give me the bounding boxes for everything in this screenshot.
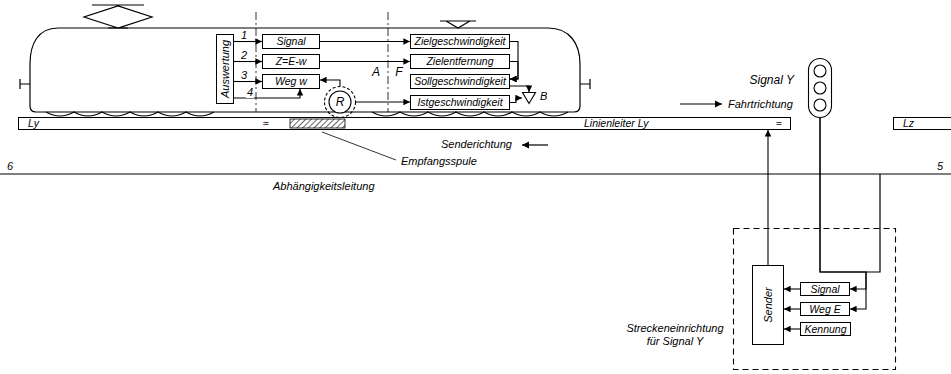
locomotive-body <box>30 28 580 112</box>
bogie <box>372 112 568 116</box>
trackside-unit: Streckeneinrichtung für Signal Y Sender Si… <box>622 226 897 372</box>
signal-mast: Signal Y <box>808 58 832 118</box>
callout-number: 6 <box>6 160 14 172</box>
signal-line <box>320 80 340 86</box>
node-text: Sender <box>762 287 774 322</box>
signal-head <box>808 58 832 118</box>
pantograph-lowered <box>440 21 476 28</box>
node-text: ≈ <box>776 118 782 129</box>
node-text: Zielgeschwindigkeit <box>414 35 505 48</box>
direction-arrow <box>680 103 722 104</box>
bogie <box>46 112 214 116</box>
process-box: Zielentfernung <box>410 54 510 69</box>
node-text: Ly <box>28 118 39 129</box>
node-text: B <box>540 91 547 102</box>
callout-number: 4 <box>246 86 254 98</box>
node-text: Weg w <box>275 75 307 88</box>
node-text: Z=E-w <box>276 55 307 68</box>
process-box: Istgeschwindigkeit <box>410 95 510 110</box>
process-box: Signal <box>262 34 320 49</box>
signal-line <box>356 101 410 102</box>
direction-label: Fahrtrichtung <box>727 98 794 110</box>
signal-line <box>510 42 518 80</box>
part-label: Empfangsspule <box>400 155 478 167</box>
buffer <box>20 79 30 89</box>
node-text: Streckeneinrichtung für Signal Y <box>622 322 728 348</box>
signal-line <box>510 98 522 103</box>
callout-number: 2 <box>240 49 248 61</box>
signal-line <box>510 86 529 92</box>
node-text: Zielentfernung <box>426 55 493 68</box>
process-box: Zielgeschwindigkeit <box>410 34 510 49</box>
node-text: Signal Y <box>750 74 794 87</box>
section-letter: A <box>371 66 381 78</box>
process-box: Sollgeschwindigkeit <box>410 74 510 89</box>
node-text: Signal <box>810 283 839 295</box>
signal-line <box>320 41 410 42</box>
signal-line <box>784 288 800 289</box>
node-text: Kennung <box>804 323 846 335</box>
signal-line <box>234 81 262 82</box>
direction-label: Senderichtung <box>440 138 513 150</box>
buffer <box>580 79 590 89</box>
process-box: Weg E <box>800 302 850 316</box>
signal-line <box>820 118 866 289</box>
node-text: Linienleiter Ly <box>584 118 649 129</box>
callout-number: 5 <box>936 160 944 172</box>
process-box: Signal <box>800 282 850 296</box>
process-box: Weg w <box>262 74 320 89</box>
node-text: ≈ <box>263 118 269 129</box>
node-text: R <box>336 86 345 118</box>
transmitter: Sender <box>752 265 784 345</box>
junction-wire <box>866 174 880 272</box>
node-text: Auswertung <box>219 40 231 98</box>
triangle-outline <box>522 92 536 104</box>
node-text: Sollgeschwindigkeit <box>414 75 506 88</box>
callout-number: 1 <box>240 29 248 41</box>
node-text: Lz <box>903 118 914 129</box>
node-text: Weg E <box>809 303 840 315</box>
evaluation-unit: Auswertung <box>216 34 234 104</box>
receiver-coil <box>290 119 345 128</box>
signal-line <box>510 62 518 80</box>
direction-arrow <box>522 144 548 145</box>
line-label: Abhängigkeitsleitung <box>272 180 376 192</box>
signal-line <box>784 328 800 329</box>
line-conductor: Ly ≈ Linienleiter Ly ≈ <box>18 117 791 130</box>
callout-number: 3 <box>240 69 248 81</box>
section-letter: F <box>394 66 403 78</box>
signal-line <box>234 89 300 98</box>
node-text: Signal <box>276 35 305 48</box>
signal-line <box>767 130 768 265</box>
signal-line <box>234 41 262 42</box>
leader-line <box>322 132 396 160</box>
pantograph <box>84 5 152 28</box>
signal-line <box>320 61 410 62</box>
dependency-line <box>0 173 951 174</box>
process-box: Kennung <box>800 322 851 336</box>
line-conductor: Lz <box>893 117 951 130</box>
comparator: B <box>522 92 536 104</box>
node-text: Istgeschwindigkeit <box>417 96 502 109</box>
signal-line <box>784 308 800 309</box>
signal-line <box>820 118 866 309</box>
odometer-wheel: R <box>324 86 356 118</box>
signal-line <box>234 61 262 62</box>
process-box: Z=E-w <box>262 54 320 69</box>
